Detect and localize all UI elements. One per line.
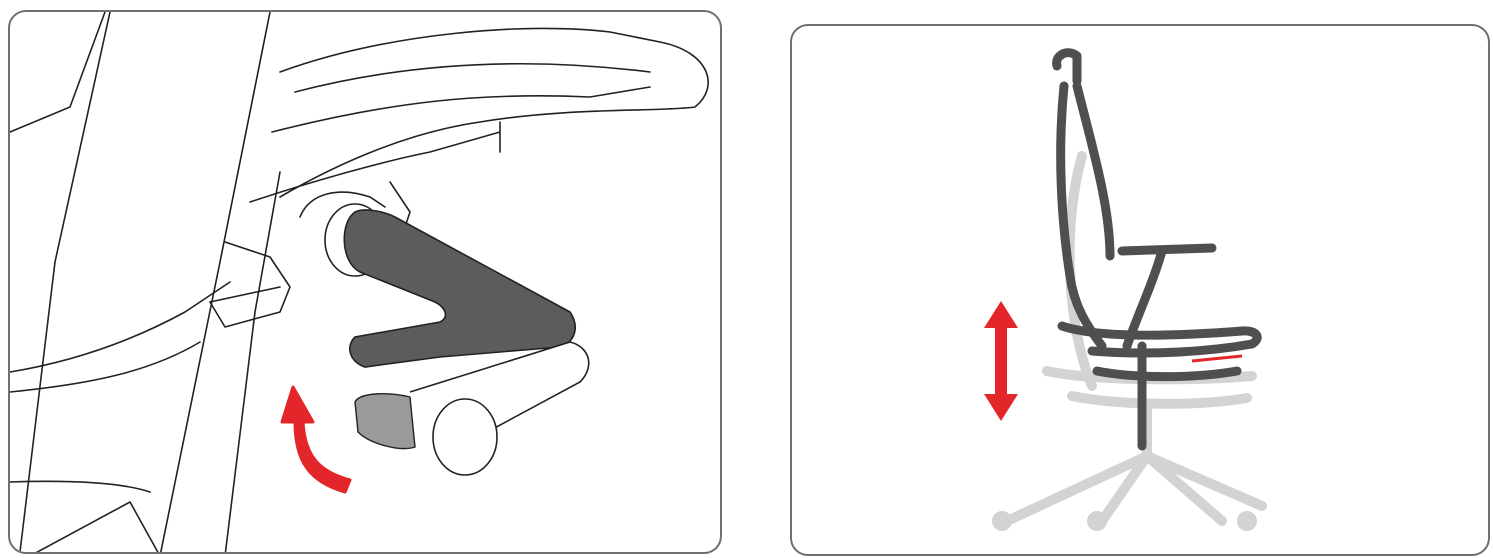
mechanism-block-edge [209, 286, 281, 303]
lever-grip-end [432, 398, 498, 476]
chair-base-strap [35, 501, 159, 552]
lever-closeup-panel [8, 10, 722, 554]
chair-frame-lower [10, 341, 201, 493]
chair-frame-column [159, 12, 281, 552]
pivot-housing [299, 191, 386, 218]
chair-back-edge [19, 12, 111, 552]
chair-back-outline [10, 12, 106, 133]
height-adjust-panel [790, 24, 1490, 556]
seat-shell-inner [294, 63, 651, 93]
chair-raised [1052, 48, 1262, 451]
seat-shell-rim [271, 86, 651, 133]
lever-arm [343, 209, 576, 368]
seat-lever-accent [1191, 354, 1243, 363]
double-vertical-arrow-icon [984, 301, 1018, 421]
chair-frame-curve [10, 281, 231, 373]
chair-height-illustration [984, 48, 1267, 531]
seat-shell-top [279, 27, 709, 198]
lever-pad [354, 393, 416, 450]
mechanism-block [209, 241, 291, 328]
seat-shell-lower [249, 121, 501, 203]
lever-closeup-illustration [10, 12, 709, 552]
curved-up-arrow-icon [280, 385, 352, 494]
